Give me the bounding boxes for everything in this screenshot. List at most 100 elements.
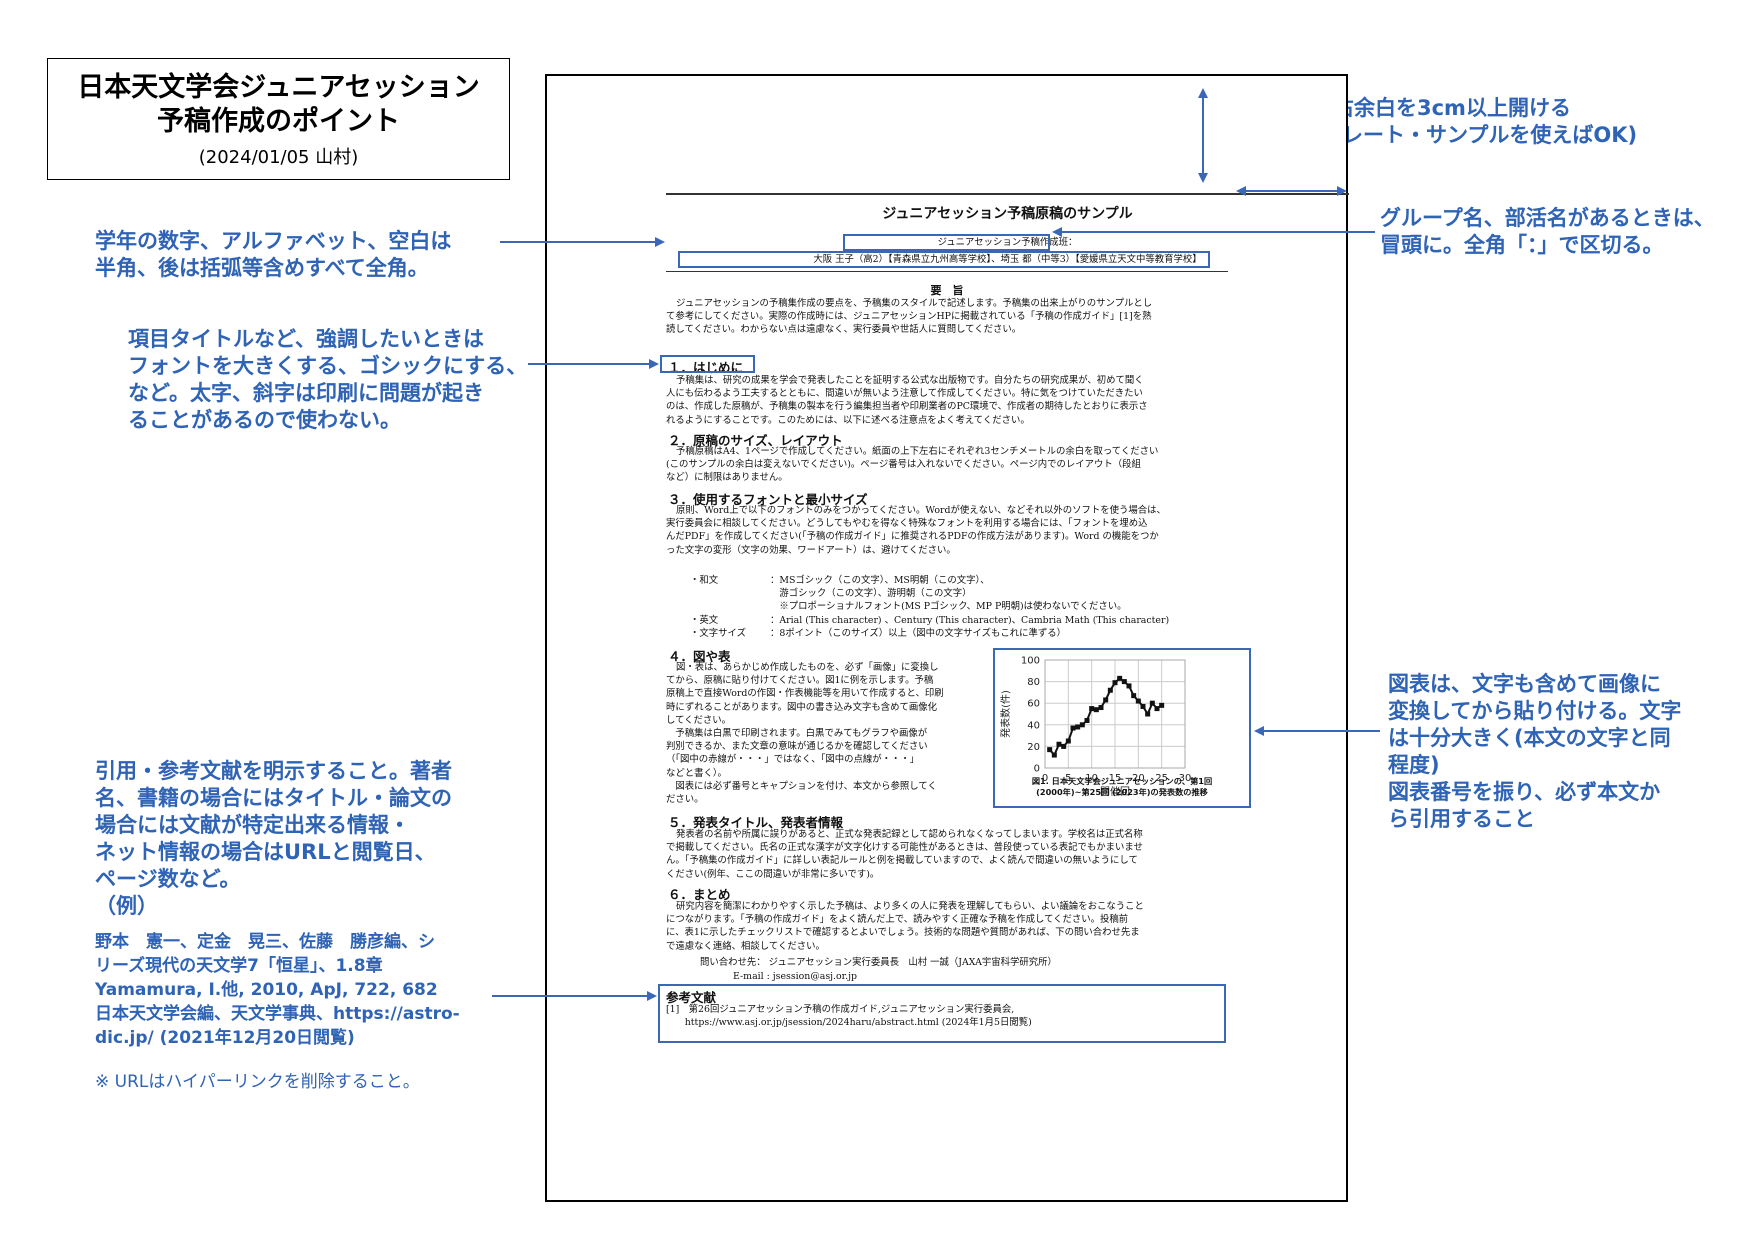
x-tick-label: 0 xyxy=(1042,773,1048,784)
section-6-heading: ６．まとめ xyxy=(668,887,731,902)
data-point xyxy=(1098,705,1104,711)
note-example-line: 日本天文学会編、天文学事典、https://astro- xyxy=(95,1004,460,1024)
font-row-label: ・和文 xyxy=(690,575,719,586)
note-emphasis-line: ることがあるので使わない。 xyxy=(128,408,401,432)
section-4-line: 原稿上で直接Wordの作図・作表機能等を用いて作成すると、印刷 xyxy=(666,688,944,700)
section-4-line: 時にずれることがあります。図中の書き込み文字も含めて画像化 xyxy=(666,701,938,713)
section-3-line: 実行委員会に相談してください。どうしてもやむを得なく特殊なフォントを利用する場合… xyxy=(666,518,1148,530)
figure-caption-line: (2000年)~第25回 (2023年)の発表数の推移 xyxy=(1036,787,1208,797)
data-point xyxy=(1131,693,1137,699)
section-5-line: で掲載してください。氏名の正式な漢字が文字化けする可能性があるときは、普段使って… xyxy=(666,842,1143,854)
data-point xyxy=(1084,717,1090,723)
font-row-label: ・英文 xyxy=(690,614,719,626)
section-1-line: れるようにすることです。このためには、以下に述べる注意点をよく考えてください。 xyxy=(666,414,1030,426)
data-point xyxy=(1145,711,1151,717)
references-box xyxy=(658,984,1226,1043)
y-tick-label: 40 xyxy=(1027,720,1040,731)
data-point xyxy=(1112,680,1118,686)
doc-authors: 大阪 王子（高2）【青森県立九州高等学校】、埼玉 都（中等3）【愛媛県立天文中等… xyxy=(813,254,1202,265)
abstract-line: 読してください。わからない点は遠慮なく、実行委員や世話人に質問してください。 xyxy=(666,324,1022,336)
note-group-line: グループ名、部活名があるときは、 xyxy=(1380,206,1715,230)
data-point xyxy=(1079,722,1085,728)
section-4-line: 判別できるか、また文章の意味が通じるかを確認してください xyxy=(666,741,928,753)
y-tick-label: 20 xyxy=(1027,742,1040,753)
section-2-line: 予稿原稿はA4、1ページで作成してください。紙面の上下左右にそれぞれ3センチメー… xyxy=(676,446,1159,457)
section-4-line: 予稿集は白黒で印刷されます。白黒でみてもグラフや画像が xyxy=(666,728,928,740)
font-row: 游ゴシック（この文字）、游明朝（この文字） xyxy=(690,587,1250,600)
data-point xyxy=(1103,697,1109,703)
section-6-text: 研究内容を簡潔にわかりやすく示した予稿は、より多くの人に発表を理解してもらい、よ… xyxy=(666,900,1251,953)
data-point xyxy=(1056,741,1062,747)
note-group: グループ名、部活名があるときは、 冒頭に。全角「：」で区切る。 xyxy=(1380,205,1715,259)
note-references-line: 場合には文献が特定出来る情報・ xyxy=(95,813,410,837)
section-5-heading: ５．発表タイトル、発表者情報 xyxy=(668,815,844,830)
section-6-line: に、表1に示したチェックリストで確認するとよいでしょう。技術的な問題や質問があれ… xyxy=(666,927,1140,939)
font-row-value: ：Arial (This character) 、Century (This c… xyxy=(770,614,1170,626)
note-grade-line: 半角、後は括弧等含めすべて全角。 xyxy=(95,256,429,280)
note-example-list: 野本 憲一、定金 晃三、佐藤 勝彦編、シ リーズ現代の天文学7「恒星」、1.8章… xyxy=(95,930,460,1050)
section-5-line: 発表者の名前や所属に誤りがあると、正式な発表記録として認められなくなってしまいま… xyxy=(676,829,1143,840)
references-heading: 参考文献 xyxy=(666,990,717,1005)
x-axis-label: 開催回 xyxy=(1100,785,1130,798)
data-point xyxy=(1075,724,1081,730)
section-3-line: んだPDF」を作成してください(「予稿の作成ガイド」に推奨されるPDFの作成方法… xyxy=(666,531,1159,543)
data-point xyxy=(1135,698,1141,704)
note-figure-line: 変換してから貼り付ける。文字 xyxy=(1388,699,1682,723)
section-2-heading: ２．原稿のサイズ、レイアウト xyxy=(668,433,843,448)
data-point xyxy=(1159,702,1165,708)
data-point xyxy=(1047,747,1053,753)
data-point xyxy=(1149,700,1155,706)
data-point xyxy=(1121,679,1127,685)
section-1-box xyxy=(660,355,755,373)
authors-box xyxy=(678,251,1210,268)
note-figure-line: ら引用すること xyxy=(1388,807,1535,831)
data-point xyxy=(1065,738,1071,744)
note-grade: 学年の数字、アルファベット、空白は 半角、後は括弧等含めすべて全角。 xyxy=(95,228,451,282)
data-point xyxy=(1093,707,1099,713)
contact-line: 問い合わせ先： ジュニアセッション実行委員長 山村 一誠（JAXA宇宙科学研究所… xyxy=(700,957,1057,968)
data-point xyxy=(1070,725,1076,731)
note-example-line: dic.jp/ (2021年12月20日閲覧) xyxy=(95,1028,355,1048)
y-tick-label: 0 xyxy=(1034,764,1040,775)
x-tick-label: 25 xyxy=(1155,773,1168,784)
section-1-line: 人にも伝わるよう工夫するとともに、間違いが無いよう注意して作成してください。特に… xyxy=(666,388,1143,400)
section-4-line: 図・表は、あらかじめ作成したものを、必ず「画像」に変換し xyxy=(676,662,939,673)
note-references-line: ページ数など。 xyxy=(95,867,241,891)
note-url: ※ URLはハイパーリンクを削除すること。 xyxy=(95,1072,420,1092)
section-1-line: のは、作成した原稿が、予稿集の製本を行う編集担当者や印刷業者のPC環境で、作成者… xyxy=(666,401,1148,413)
y-axis-label: 発表数(件) xyxy=(999,690,1012,738)
x-tick-label: 30 xyxy=(1179,773,1192,784)
title-date-author: (2024/01/05 山村) xyxy=(198,147,359,168)
section-1-text: 予稿集は、研究の成果を学会で発表したことを証明する公式な出版物です。自分たちの研… xyxy=(666,374,1251,427)
note-emphasis-line: など。太字、斜字は印刷に問題が起き xyxy=(128,381,484,405)
section-5-line: ください(例年、ここの間違いが非常に多いです)。 xyxy=(666,868,880,880)
section-5-text: 発表者の名前や所属に誤りがあると、正式な発表記録として認められなくなってしまいま… xyxy=(666,828,1251,881)
data-point xyxy=(1140,703,1146,709)
note-figure-line: 程度) xyxy=(1388,753,1440,777)
note-example-line: リーズ現代の天文学7「恒星」、1.8章 xyxy=(95,956,383,976)
x-tick-label: 5 xyxy=(1065,773,1071,784)
note-figure-line: は十分大きく(本文の文字と同 xyxy=(1388,726,1671,750)
abstract-line: て参考にしてください。実際の作成時には、ジュニアセッションHPに掲載されている「… xyxy=(666,311,1152,323)
x-tick-label: 15 xyxy=(1109,773,1122,784)
note-figure: 図表は、文字も含めて画像に 変換してから貼り付ける。文字 は十分大きく(本文の文… xyxy=(1388,671,1681,833)
x-tick-label: 10 xyxy=(1085,773,1098,784)
data-point xyxy=(1154,706,1160,712)
abstract-text: ジュニアセッションの予稿集作成の要点を、予稿集のスタイルで記述します。予稿集の出… xyxy=(666,297,1246,337)
y-tick-label: 80 xyxy=(1027,677,1040,688)
abstract-heading: 要 旨 xyxy=(930,284,964,297)
section-4-heading: ４．図や表 xyxy=(668,649,731,664)
note-references: 引用・参考文献を明示すること。著者 名、書籍の場合にはタイトル・論文の 場合には… xyxy=(95,758,452,920)
font-row-value: ：8ポイント（このサイズ）以上（図中の文字サイズもこれに準ずる） xyxy=(770,627,1067,639)
figure-caption-line: 図1. 日本天文学会ジュニアセッションの、第1回 xyxy=(1031,776,1213,786)
series-line xyxy=(1048,677,1163,757)
section-4-line: 図表には必ず番号とキャプションを付け、本文から参照してく xyxy=(666,780,937,792)
font-list: ・和文：MSゴシック（この文字）、MS明朝（この文字）、 游ゴシック（この文字）… xyxy=(690,574,1250,640)
y-tick-label: 60 xyxy=(1027,699,1040,710)
abstract-line: ジュニアセッションの予稿集作成の要点を、予稿集のスタイルで記述します。予稿集の出… xyxy=(676,298,1153,309)
note-emphasis-line: フォントを大きくする、ゴシックにする、 xyxy=(128,354,528,378)
section-1-line: 予稿集は、研究の成果を学会で発表したことを証明する公式な出版物です。自分たちの研… xyxy=(676,375,1144,386)
data-point xyxy=(1107,687,1113,693)
